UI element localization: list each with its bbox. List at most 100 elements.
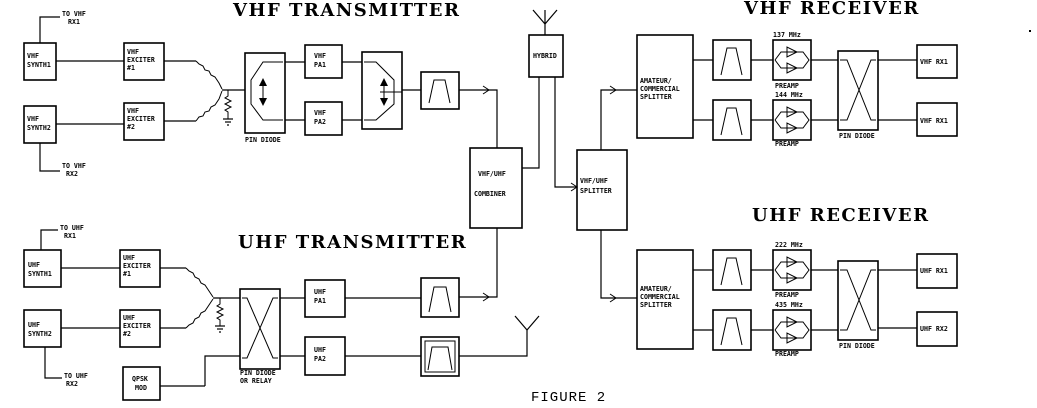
vhf-preamp2-label: PREAMP xyxy=(775,140,799,148)
splitter-box xyxy=(576,149,628,231)
uhf-preamp1-label: PREAMP xyxy=(775,291,799,299)
vhf-pa1-box xyxy=(304,44,343,79)
stray-dot xyxy=(1029,30,1031,32)
uhf-rx1-label: UHF RX1 xyxy=(920,267,948,275)
to-vhf-rx1-line xyxy=(39,16,60,43)
vhf-resistor-combiner xyxy=(164,60,245,126)
vhf-output-switch-box xyxy=(361,51,403,130)
vhf-preamp2-box xyxy=(772,99,812,141)
uhf-rx1-box xyxy=(916,253,958,289)
hybrid-to-combiner-line xyxy=(522,77,540,169)
vhf-preamp1-amplifier-icon xyxy=(774,46,810,74)
vhf-preamp1-label: PREAMP xyxy=(775,82,799,90)
vhf-synth1-box xyxy=(23,42,57,81)
uhf-preamp2-label: PREAMP xyxy=(775,350,799,358)
to-uhf-rx2-line xyxy=(44,347,62,379)
vhf-exciter2-box xyxy=(123,102,165,141)
vhf-rx-bandpass2-icon xyxy=(720,107,743,136)
vhf-pin-diode-switch-symbol xyxy=(250,61,283,121)
vhf-rx-filter2-box xyxy=(712,99,752,141)
uhf-transmitter-title: UHF TRANSMITTER xyxy=(238,232,467,253)
uhf-resistor-combiner xyxy=(160,267,240,333)
vhf-preamp2-amplifier-icon xyxy=(774,106,810,134)
splitter-to-uhf-rx-line xyxy=(600,230,616,299)
vhf-rx1a-label: VHF RX1 xyxy=(920,58,948,66)
vhf-output-switch-symbol xyxy=(364,61,402,121)
vhf-rx-pin-diode-label: PIN DIODE xyxy=(839,132,875,140)
uhf-rx-crossover-b xyxy=(840,269,876,331)
uhf-tx-filter2-inner xyxy=(424,340,456,373)
vhf-exciter1-box xyxy=(123,42,165,81)
uhf-tx-filter1-box xyxy=(420,277,460,318)
vhf-pin-diode-label: PIN DIODE xyxy=(245,136,281,144)
uhf-rx-pin-diode-box xyxy=(837,260,879,341)
qpsk-to-switch-line xyxy=(204,355,240,386)
hybrid-to-splitter-line xyxy=(554,77,577,188)
vhf-freq1-label: 137 MHz xyxy=(773,31,801,39)
vhf-receiver-title: VHF RECEIVER xyxy=(743,0,920,19)
uhf-freq2-label: 435 MHz xyxy=(775,301,803,309)
uhf-preamp2-box xyxy=(772,309,812,351)
uhf-amateur-commercial-splitter-box xyxy=(636,249,694,350)
uhf-freq1-label: 222 MHz xyxy=(775,241,803,249)
uhf-tx-crossover-b xyxy=(242,297,278,359)
vhf-rx-bandpass1-icon xyxy=(720,47,743,76)
top-antenna-icon xyxy=(532,9,558,35)
uhf-filter2-to-antenna-line xyxy=(459,330,528,357)
uhf-rx-filter2-box xyxy=(712,309,752,351)
hybrid-label: HYBRID xyxy=(533,52,557,60)
uhf-preamp1-box xyxy=(772,249,812,291)
splitter-to-vhf-rx-line xyxy=(600,89,616,150)
vhf-amateur-commercial-splitter-box xyxy=(636,34,694,139)
uhf-tx-filter2-box xyxy=(420,336,460,377)
uhf-to-combiner-line xyxy=(489,228,498,298)
uhf-tx-bandpass2-icon xyxy=(427,346,453,371)
vhf-rx-pin-diode-box xyxy=(837,50,879,131)
qpsk-mod-box xyxy=(122,366,161,401)
vhf-rx-crossover-b xyxy=(840,59,876,121)
vhf-transmitter-title: VHF TRANSMITTER xyxy=(232,0,460,21)
uhf-exciter2-box xyxy=(119,309,161,348)
vhf-rx1b-box xyxy=(916,102,958,137)
uhf-preamp2-amplifier-icon xyxy=(774,316,810,344)
uhf-rx-bandpass2-icon xyxy=(720,317,743,346)
uhf-tx-antenna-icon xyxy=(514,315,540,331)
to-vhf-rx2-line xyxy=(39,143,60,172)
vhf-to-combiner-line xyxy=(489,89,498,148)
uhf-rx-bandpass1-icon xyxy=(720,257,743,286)
vhf-preamp1-box xyxy=(772,39,812,81)
vhf-tx-bandpass-icon xyxy=(428,79,451,104)
hybrid-box xyxy=(528,34,564,78)
uhf-rx2-label: UHF RX2 xyxy=(920,325,948,333)
vhf-tx-filter-box xyxy=(420,71,460,110)
vhf-rx1a-box xyxy=(916,44,958,79)
uhf-exciter1-box xyxy=(119,249,161,288)
to-uhf-rx1-line xyxy=(40,229,58,250)
vhf-rx-filter1-box xyxy=(712,39,752,81)
